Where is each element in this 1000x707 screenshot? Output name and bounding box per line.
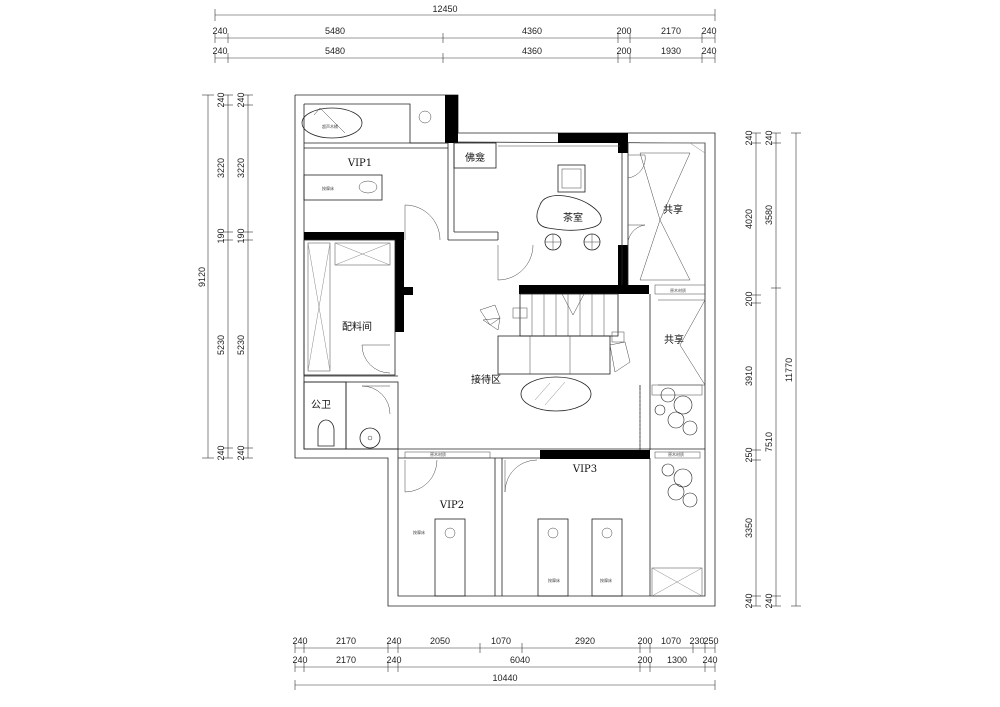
dim-left-b1: 240: [236, 92, 246, 107]
dim-left-b2: 3220: [236, 158, 246, 178]
dim-top-total: 12450: [432, 4, 457, 14]
dim-left-a2: 3220: [216, 158, 226, 178]
dim-top1-f: 240: [701, 26, 716, 36]
dim-bot1-j: 250: [703, 636, 718, 646]
dim-left-b5: 240: [236, 445, 246, 460]
room-vip2: VIP2: [439, 500, 464, 511]
dim-top1-a: 240: [212, 26, 227, 36]
room-reception: 接待区: [471, 373, 501, 386]
dim-bot1-a: 240: [292, 636, 307, 646]
dim-bot2-e: 200: [637, 655, 652, 665]
dim-right-m0: 240: [764, 130, 774, 145]
dim-top2-d: 200: [616, 46, 631, 56]
bottom-dimensions: 240 2170 240 2050 1070 2920 200 1070 230…: [292, 636, 719, 690]
dim-bot2-c: 240: [386, 655, 401, 665]
furniture-labels: 超声木桶 按摩床 按摩床 按摩床 按摩床 原木材质 原木材质 原木材质: [322, 123, 686, 583]
dim-bot1-g: 200: [637, 636, 652, 646]
room-share-top: 共享: [663, 203, 683, 216]
dim-top2-f: 240: [701, 46, 716, 56]
dim-bot2-b: 2170: [336, 655, 356, 665]
vip3-bed1-label: 按摩床: [548, 577, 560, 583]
dim-top2-c: 4360: [522, 46, 542, 56]
dim-left-a1: 240: [216, 92, 226, 107]
dim-bot1-c: 240: [386, 636, 401, 646]
dim-top2-e: 1930: [661, 46, 681, 56]
dim-top1-c: 4360: [522, 26, 542, 36]
room-share-mid: 共享: [664, 333, 684, 346]
dim-right-i6: 3350: [744, 518, 754, 538]
dim-top2-b: 5480: [325, 46, 345, 56]
vip1-bed-label: 按摩床: [322, 185, 334, 191]
dim-left-total: 9120: [197, 267, 207, 287]
dim-bot2-f: 1300: [667, 655, 687, 665]
room-tea: 茶室: [563, 211, 583, 224]
outer-walls: [294, 94, 716, 607]
dim-right-m1: 3580: [764, 205, 774, 225]
room-pantry: 配料间: [342, 320, 372, 333]
partitions: [303, 142, 706, 597]
dim-right-i2: 4020: [744, 209, 754, 229]
dim-left-a4: 5230: [216, 335, 226, 355]
dim-left-a5: 240: [216, 445, 226, 460]
room-toilet: 公卫: [311, 400, 331, 411]
dim-bot1-d: 2050: [430, 636, 450, 646]
wood-panel-label-1: 原木材质: [670, 287, 686, 293]
room-vip1: VIP1: [347, 158, 372, 169]
tub-label: 超声木桶: [322, 123, 338, 129]
dim-bot1-b: 2170: [336, 636, 356, 646]
dim-top1-b: 5480: [325, 26, 345, 36]
furniture: [301, 107, 631, 597]
dim-right-i1: 240: [744, 130, 754, 145]
dim-right-i4: 3910: [744, 366, 754, 386]
room-buddha: 佛龛: [465, 151, 485, 164]
dim-bot1-h: 1070: [661, 636, 681, 646]
right-dimensions: 240 4020 200 3910 250 3350 240 240 3580 …: [744, 130, 801, 609]
wood-panel-label-3: 原木材质: [668, 451, 684, 457]
dim-bot1-e: 1070: [491, 636, 511, 646]
wood-panel-label-2: 原木材质: [430, 451, 446, 457]
dim-bot1-i: 230: [689, 636, 704, 646]
dim-right-total: 11770: [784, 358, 794, 382]
dim-right-i3: 200: [744, 291, 754, 306]
dim-right-m2: 7510: [764, 432, 774, 452]
dim-top1-d: 200: [616, 26, 631, 36]
plants: [654, 387, 698, 508]
structural-walls: [304, 95, 650, 459]
dim-left-b4: 5230: [236, 335, 246, 355]
dim-left-a3: 190: [216, 228, 226, 243]
dim-right-m3: 240: [764, 593, 774, 608]
dim-bot2-d: 6040: [510, 655, 530, 665]
doors: [361, 154, 646, 493]
dim-bot-total: 10440: [492, 673, 517, 683]
top-dimensions: 12450 240 5480 4360 200 2170 240 240 548…: [212, 4, 717, 63]
dim-left-b3: 190: [236, 228, 246, 243]
dim-right-i7: 240: [744, 593, 754, 608]
dim-top1-e: 2170: [661, 26, 681, 36]
dim-bot1-f: 2920: [575, 636, 595, 646]
dim-bot2-a: 240: [292, 655, 307, 665]
dim-right-i5: 250: [744, 447, 754, 462]
left-dimensions: 9120 240 3220 190 5230 240 240 3220 190 …: [197, 92, 253, 461]
room-labels: VIP1 佛龛 茶室 共享 配料间 共享 接待区 公卫 VIP2 VIP3: [311, 151, 684, 511]
dim-bot2-g: 240: [702, 655, 717, 665]
vip2-bed-label: 按摩床: [413, 529, 425, 535]
dim-top2-a: 240: [212, 46, 227, 56]
room-vip3: VIP3: [572, 464, 597, 475]
vip3-bed2-label: 按摩床: [600, 577, 612, 583]
